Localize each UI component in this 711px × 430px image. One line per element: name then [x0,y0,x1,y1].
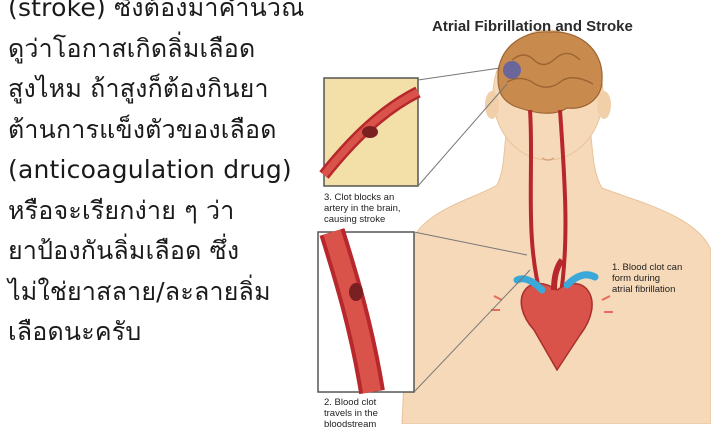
text-line: (anticoagulation drug) [8,150,290,191]
text-line: สูงไหม ถ้าสูงก็ต้องกินยา [8,69,290,110]
text-line: หรือจะเรียกง่าย ๆ ว่า [8,191,290,232]
stroke-illustration: Atrial Fibrillation and Stroke 3. Clot b… [302,0,711,424]
text-line: ต้านการแข็งตัวของเลือด [8,110,290,151]
article-text: (stroke) ซึ่งต้องมาคำนวณ ดูว่าโอกาสเกิดล… [8,0,290,353]
text-line: ดูว่าโอกาสเกิดลิ่มเลือด [8,29,290,70]
figure-title: Atrial Fibrillation and Stroke [432,18,633,35]
caption-clot-travels: 2. Blood clot travels in the bloodstream [324,397,378,430]
text-line: ยาป้องกันลิ่มเลือด ซึ่ง [8,231,290,272]
brain-clot [503,61,521,79]
text-line: (stroke) ซึ่งต้องมาคำนวณ [8,0,290,29]
text-line: เลือดนะครับ [8,312,290,353]
caption-clot-blocks-artery: 3. Clot blocks an artery in the brain, c… [324,192,401,225]
text-line: ไม่ใช่ยาสลาย/ละลายลิ่ม [8,272,290,313]
caption-clot-forms: 1. Blood clot can form during atrial fib… [612,262,682,295]
